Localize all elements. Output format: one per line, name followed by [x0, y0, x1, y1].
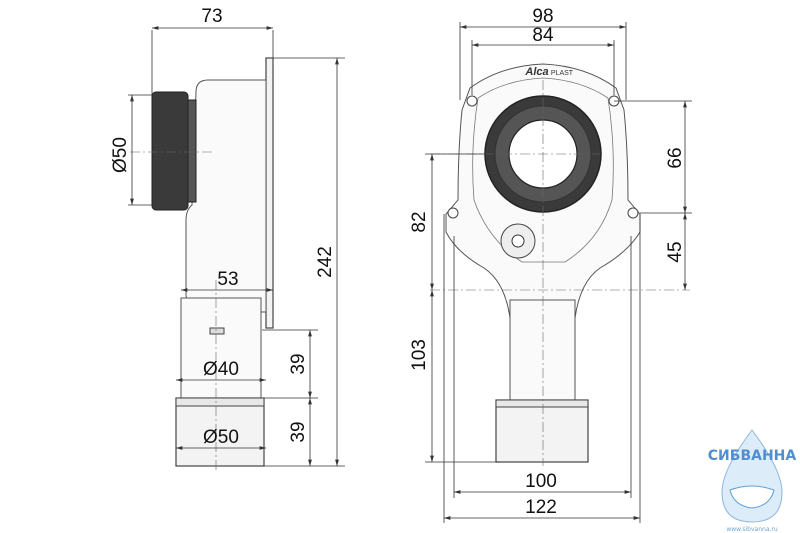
front-valve-center: [511, 234, 525, 248]
dim-width-inner: 84: [532, 25, 554, 46]
front-hole-mid-right: [627, 207, 639, 219]
front-outlet-pipe: [509, 299, 576, 401]
side-body: [185, 79, 267, 333]
dim-pipe-diameter: Ø50: [110, 137, 131, 173]
dim-mid-height: 45: [665, 241, 686, 262]
side-bottom-socket: [175, 397, 265, 467]
watermark-name: СИБВАННА: [708, 448, 797, 464]
watermark-url: www.sibvanna.ru: [726, 526, 778, 533]
dim-base-width-outer: 122: [525, 497, 557, 518]
front-inner-outline: [472, 77, 614, 263]
dim-left-height: 82: [409, 211, 430, 232]
front-bottom-rim: [495, 399, 589, 408]
dim-base-width-inner: 100: [525, 471, 557, 492]
bathtub-icon: [729, 485, 775, 509]
side-outlet-pipe: [180, 297, 262, 399]
dim-height-lower: 39: [288, 421, 309, 442]
front-view: Alca PLAST 98 84 66 45: [409, 6, 692, 523]
dim-lower-height: 103: [409, 339, 430, 371]
dim-depth: 53: [217, 269, 238, 290]
side-view: 73 Ø50 53 Ø40 Ø50 39 39 242: [110, 6, 345, 470]
dim-width-outer: 98: [532, 6, 553, 27]
dim-upper-height: 66: [665, 147, 686, 168]
dim-outlet-diameter: Ø40: [203, 359, 239, 380]
front-hole-mid-left: [447, 207, 459, 219]
dim-total-height: 242: [315, 246, 336, 278]
watermark-logo: СИБВАННА www.sibvanna.ru: [708, 429, 797, 533]
brand-logo-suffix: PLAST: [551, 70, 574, 77]
brand-logo: Alca: [524, 66, 548, 78]
side-outlet-slot: [209, 327, 225, 335]
dim-width-top: 73: [201, 6, 222, 27]
dim-height-upper: 39: [288, 353, 309, 374]
side-bottom-rim: [175, 397, 265, 407]
side-gasket-ring: [187, 99, 197, 203]
side-mounting-plate: [265, 57, 274, 329]
front-bottom-socket: [495, 399, 589, 463]
front-hole-top-left: [466, 95, 478, 107]
side-gasket: [151, 91, 189, 211]
dim-bottom-diameter: Ø50: [203, 427, 239, 448]
